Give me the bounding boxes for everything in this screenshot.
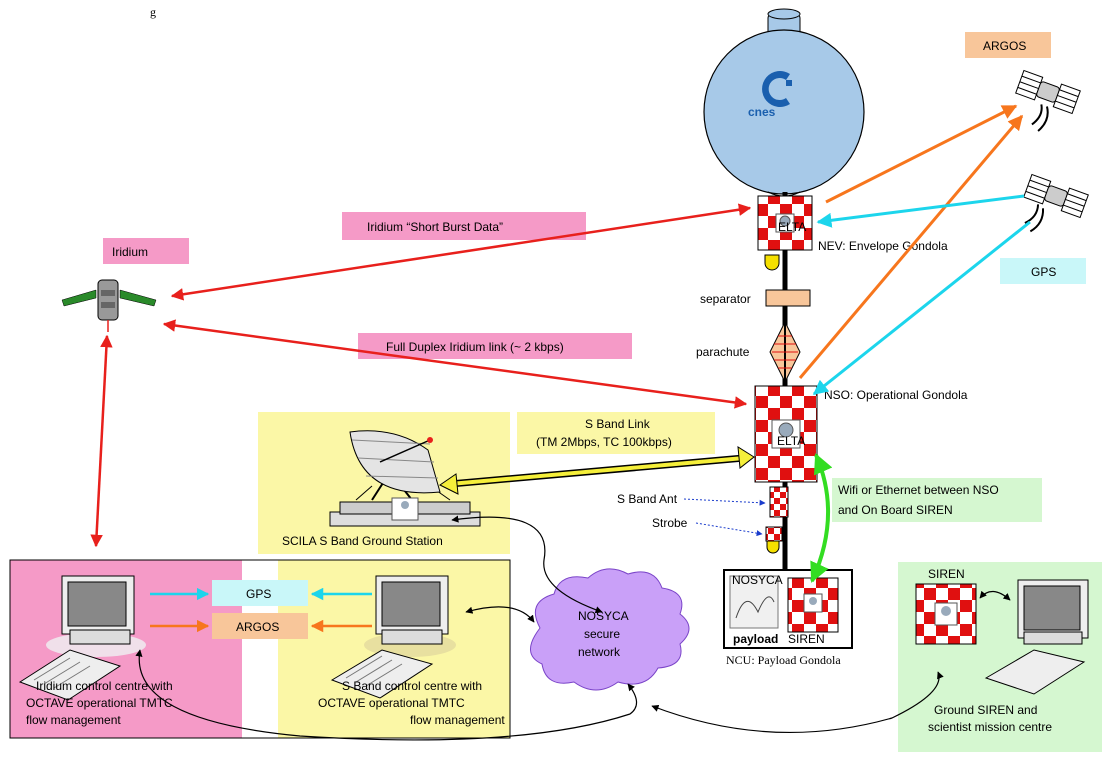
full-duplex-link — [162, 319, 748, 409]
parachute-label: parachute — [696, 345, 750, 359]
nev-argos-link — [825, 104, 1018, 204]
iridium-label: Iridium — [112, 245, 148, 259]
payload-label: payload — [733, 632, 778, 646]
ncu-label: NCU: Payload Gondola — [726, 653, 841, 667]
argos-satellite-icon — [1015, 69, 1081, 132]
nosyca-small-label: NOSYCA — [732, 573, 783, 587]
separator-block — [765, 289, 811, 307]
parachute-icon — [769, 320, 801, 384]
s-band-link-line1: S Band Link — [585, 417, 651, 431]
siren-centre-line1: Ground SIREN and — [934, 703, 1037, 717]
iridium-centre-line3: flow management — [26, 713, 121, 727]
gps-nev-link — [816, 194, 1025, 228]
ground-station-label: SCILA S Band Ground Station — [282, 534, 443, 548]
elta-label: ELTA — [777, 434, 805, 448]
sband-network-link — [465, 606, 535, 623]
s-band-ant-label: S Band Ant — [617, 492, 678, 506]
sband-computer-icon — [330, 575, 456, 699]
s-band-link-line2: (TM 2Mbps, TC 100kbps) — [536, 435, 672, 449]
control-centres-frame — [9, 559, 511, 739]
siren-network-link — [651, 671, 944, 734]
s-band-antenna-icon — [769, 486, 789, 518]
network-line1: NOSYCA — [578, 609, 629, 623]
nso-label: NSO: Operational Gondola — [824, 388, 968, 402]
strobe-light-icon — [766, 540, 780, 554]
wifi-link — [810, 453, 833, 583]
ground-gps-box — [212, 580, 308, 606]
short-burst-link — [170, 203, 752, 301]
siren-computer-link — [979, 590, 1011, 601]
short-burst-label: Iridium “Short Burst Data” — [367, 220, 503, 234]
argos-label-box — [965, 32, 1051, 58]
argos-label: ARGOS — [983, 39, 1026, 53]
station-network-link — [451, 515, 603, 614]
cnes-logo-text: cnes — [748, 105, 776, 119]
network-line2: secure — [584, 627, 620, 641]
siren-computer-icon — [984, 579, 1089, 695]
strobe-label: Strobe — [652, 516, 688, 530]
ground-gps-label: GPS — [246, 587, 271, 601]
nev-gondola: ELTA — [757, 195, 813, 271]
s-band-link — [439, 446, 755, 495]
iridium-ground-link — [90, 334, 113, 548]
cnes-logo-icon — [762, 71, 790, 108]
ground-siren-label: SIREN — [928, 567, 965, 581]
full-duplex-label: Full Duplex Iridium link (~ 2 kbps) — [386, 340, 564, 354]
sband-centre-line3: flow management — [410, 713, 505, 727]
strobe-icon — [765, 526, 783, 542]
gps-nso-link — [812, 220, 1031, 396]
gps-label-box — [1000, 258, 1086, 284]
network-line3: network — [578, 645, 621, 659]
siren-onboard-label: SIREN — [788, 632, 825, 646]
elta-label: ELTA — [778, 220, 806, 234]
nev-label: NEV: Envelope Gondola — [818, 239, 948, 253]
ground-siren-unit — [915, 583, 977, 645]
header-fragment: g — [150, 5, 156, 19]
separator-label: separator — [700, 292, 751, 306]
iridium-centre-line2: OCTAVE operational TMTC — [26, 696, 173, 710]
cnes-balloon: cnes — [703, 8, 865, 197]
wifi-label-box — [832, 478, 1042, 522]
iridium-satellite-icon — [61, 279, 157, 332]
s-band-link-label-box — [517, 412, 715, 454]
sband-centre-line2: OCTAVE operational TMTC — [318, 696, 465, 710]
ground-argos-box — [212, 613, 308, 639]
iridium-network-link — [135, 649, 638, 741]
satellite-dish-icon — [329, 430, 481, 527]
wifi-line2: and On Board SIREN — [838, 503, 953, 517]
gps-satellite-icon — [1023, 173, 1089, 233]
ground-argos-label: ARGOS — [236, 620, 279, 634]
iridium-computer-icon — [18, 575, 146, 701]
nso-argos-link — [798, 114, 1024, 379]
siren-centre-line2: scientist mission centre — [928, 720, 1052, 734]
gps-label: GPS — [1031, 265, 1056, 279]
sband-centre-line1: S Band control centre with — [342, 679, 482, 693]
wifi-line1: Wifi or Ethernet between NSO — [838, 483, 999, 497]
ncu-gondola: NOSYCA — [723, 569, 853, 649]
nso-gondola: ELTA — [754, 385, 818, 483]
